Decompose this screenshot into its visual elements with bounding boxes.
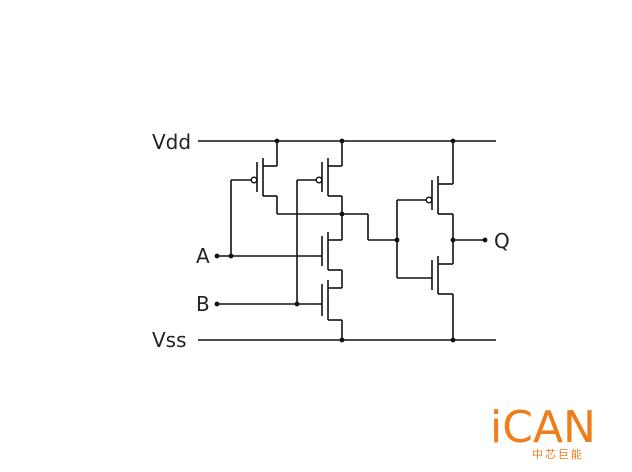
logo-word: iCAN (490, 402, 596, 453)
pmos-b (296, 138, 345, 304)
input-b-label: B (196, 292, 210, 316)
nmos-a (318, 214, 343, 288)
nmos-b (318, 280, 345, 343)
logo-subtitle: 中芯巨能 (532, 447, 584, 461)
ican-logo: iCAN 中芯巨能 (490, 402, 596, 461)
output-inverter (394, 138, 488, 343)
inputs: A B (196, 244, 318, 316)
vss-label: Vss (152, 328, 187, 352)
power-rails: Vdd Vss (152, 130, 496, 352)
input-a-label: A (196, 244, 210, 268)
output-q-label: Q (494, 229, 510, 253)
nand-output-node (228, 211, 397, 307)
pmos-a (230, 138, 280, 256)
vdd-label: Vdd (152, 130, 191, 154)
